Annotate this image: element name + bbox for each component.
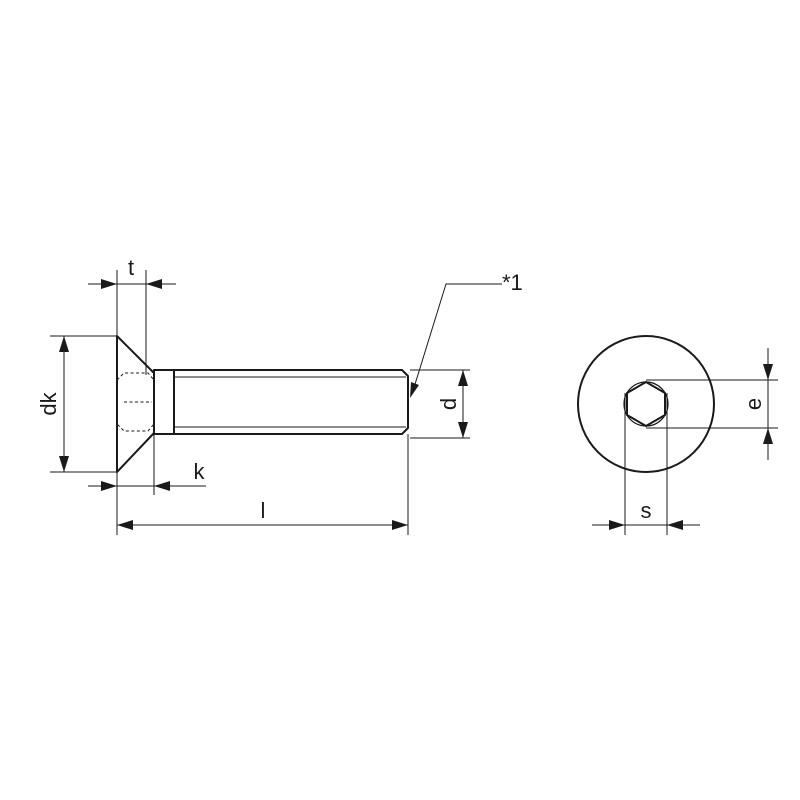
dim-e: e [741,348,773,460]
label-note: *1 [502,270,523,295]
side-view: t dk k l d [36,255,523,535]
screw-outline [116,335,409,473]
label-d: d [436,398,461,410]
label-k: k [194,459,206,484]
label-t: t [128,255,134,280]
dim-d: d [436,370,468,438]
hex-socket-circle [623,381,669,427]
hex-socket [626,381,666,427]
label-s: s [641,498,652,523]
end-view: e s [577,335,778,535]
dim-s: s [592,498,700,530]
dim-t: t [88,255,176,289]
dim-l: l [117,498,408,530]
note-leader: *1 [410,270,523,398]
head-circle [577,335,715,473]
label-dk: dk [36,391,61,415]
label-l: l [261,498,266,523]
hidden-socket [116,372,155,432]
label-e: e [741,398,766,410]
dim-k: k [88,459,206,491]
dim-dk: dk [36,336,69,472]
